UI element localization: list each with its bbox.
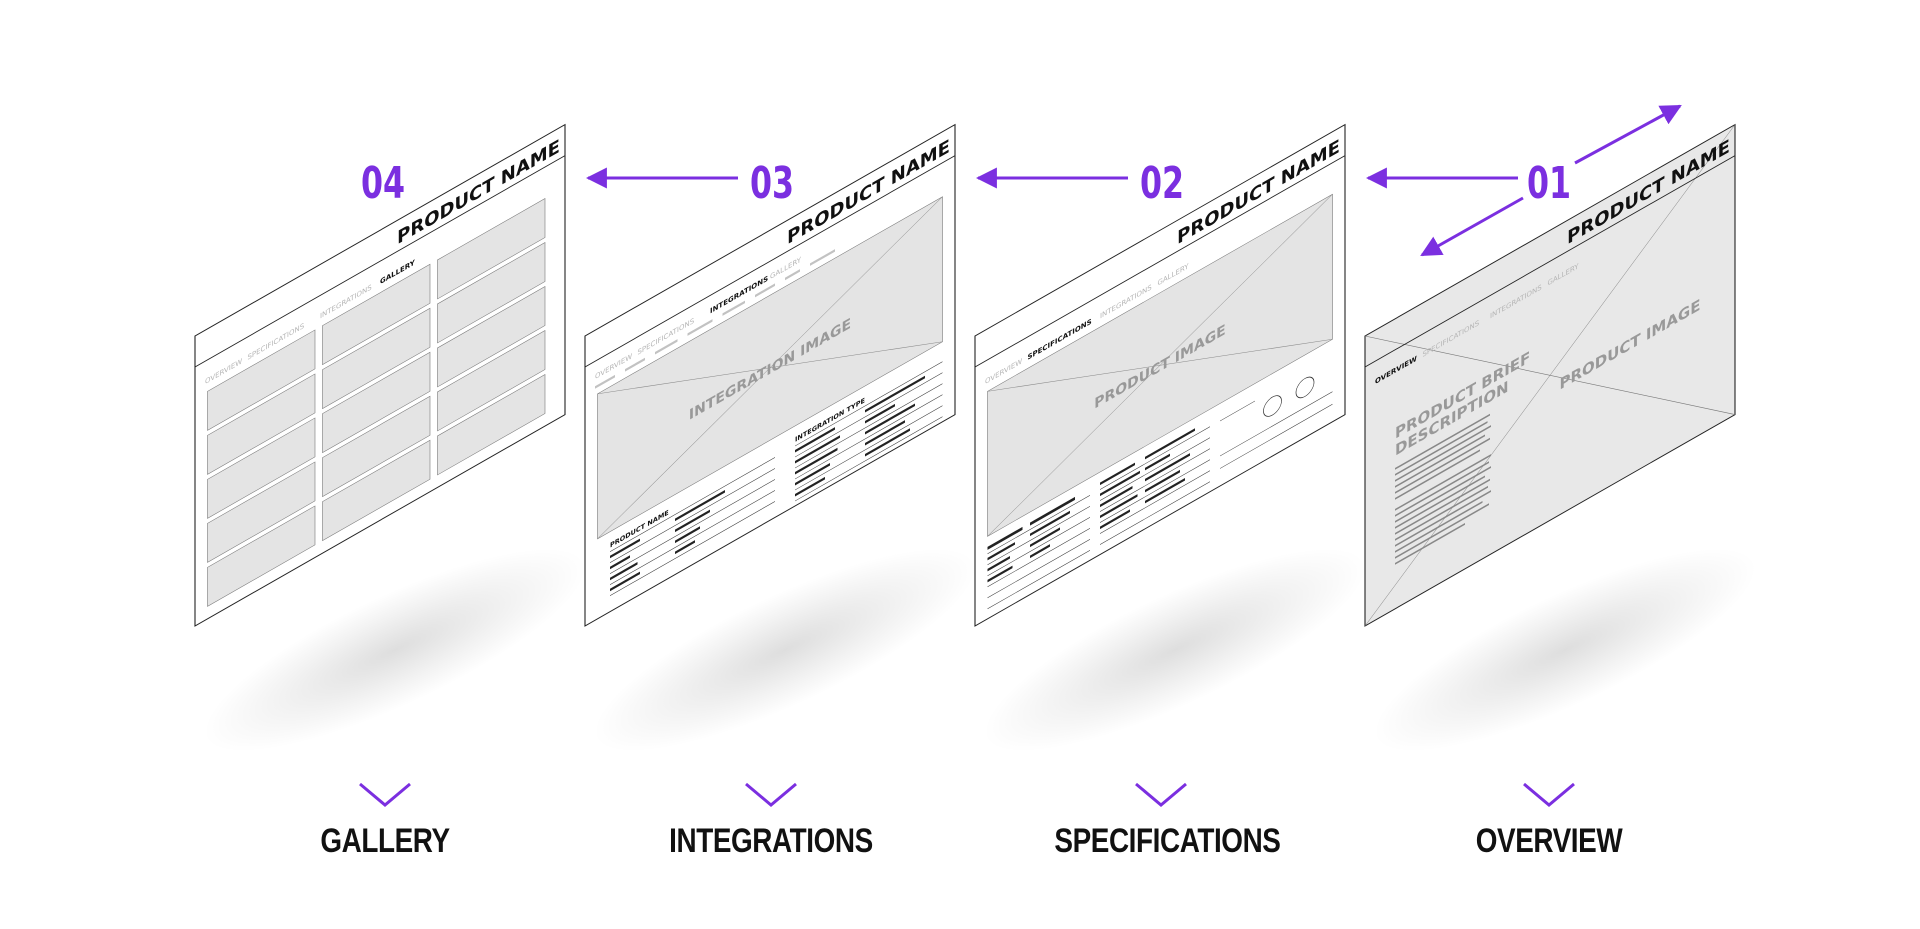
step-number-04: 04 [361, 158, 405, 210]
arrow-01-up-right [1574, 104, 1682, 165]
gallery-thumb [437, 242, 546, 344]
gallery-grid [207, 198, 546, 607]
description-text-lines [1395, 413, 1491, 565]
header-rule [195, 155, 565, 368]
header-rule [585, 155, 955, 368]
label-specifications: SPECIFICATIONS [1054, 822, 1281, 860]
gallery-thumb [437, 198, 546, 300]
step-numbers: 04 03 02 01 [361, 158, 1571, 210]
integration-table-text [610, 375, 925, 592]
gallery-thumb [437, 374, 546, 476]
label-integrations: INTEGRATIONS [669, 822, 873, 860]
spec-dial-icons [1263, 376, 1315, 417]
gallery-thumb [322, 307, 431, 410]
arrow-01-down-left [1420, 196, 1524, 257]
gallery-thumb [322, 395, 431, 498]
panel-gallery: PRODUCT NAME OVERVIEW SPECIFICATIONS INT… [194, 123, 566, 627]
gallery-thumb [437, 330, 546, 432]
chevrons [359, 782, 1575, 807]
gallery-thumb [207, 505, 316, 607]
chevron-down-icon [1135, 782, 1187, 807]
chevron-down-icon [745, 782, 797, 807]
label-overview: OVERVIEW [1475, 822, 1623, 860]
spec-table-lines [987, 391, 1333, 610]
spec-table-text [987, 428, 1195, 583]
chevron-down-icon [1523, 782, 1575, 807]
chevron-down-icon [359, 782, 411, 807]
gallery-thumb [322, 263, 431, 366]
header-rule [1365, 155, 1735, 368]
label-gallery: GALLERY [320, 822, 450, 860]
shadow-layer [203, 548, 1757, 752]
header-rule [975, 155, 1345, 368]
panel-shadow [1373, 548, 1757, 752]
flow-arrows [585, 104, 1682, 257]
image-placeholder-cross [1364, 124, 1736, 627]
panel-shadow [203, 548, 587, 752]
step-number-01: 01 [1527, 158, 1571, 210]
gallery-thumb [207, 329, 316, 431]
gallery-thumb [207, 417, 316, 519]
gallery-thumb [207, 461, 316, 563]
gallery-thumb [437, 286, 546, 388]
step-number-02: 02 [1140, 158, 1184, 210]
gallery-thumb [322, 439, 431, 542]
step-number-03: 03 [750, 158, 794, 210]
gallery-thumb [207, 373, 316, 475]
integration-table-lines [610, 361, 943, 597]
panel-shadow [593, 548, 977, 752]
integration-filter-chips [595, 249, 835, 389]
panel-shadow [983, 548, 1367, 752]
image-placeholder-cross [987, 194, 1333, 537]
gallery-thumb [322, 351, 431, 454]
image-placeholder-cross [597, 196, 943, 540]
